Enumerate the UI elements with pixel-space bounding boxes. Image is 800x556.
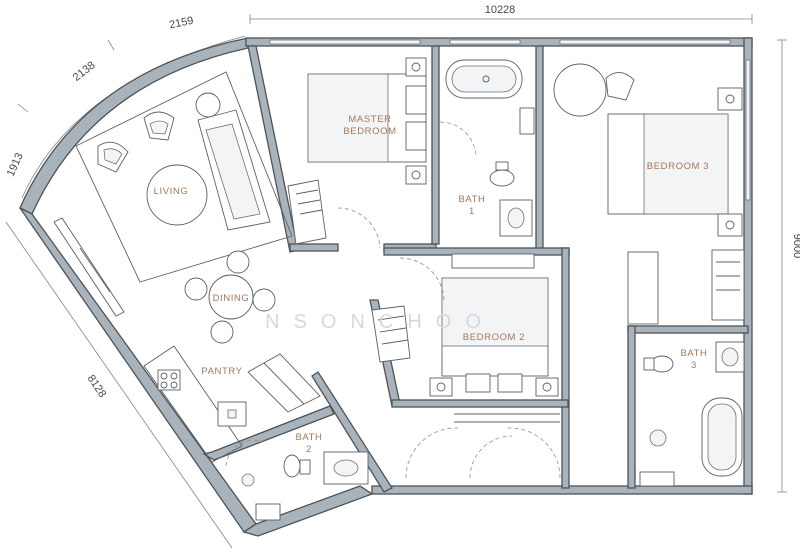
label-bath-1-a: BATH	[458, 194, 485, 205]
bath-1	[439, 59, 535, 237]
armchair-icon	[97, 141, 129, 173]
dim-top-width: 10228	[485, 4, 516, 16]
pantry	[143, 345, 321, 463]
dim-arc-low: 1913	[5, 151, 26, 178]
shower-drain-icon	[241, 473, 255, 487]
bedroom-3-furniture	[553, 63, 745, 325]
bath-3	[639, 341, 745, 487]
dining-set	[184, 250, 276, 344]
dim-arc-top: 2159	[168, 15, 194, 32]
dim-right-height: 9000	[791, 234, 800, 258]
toilet-icon	[283, 454, 311, 478]
label-bath-3-b: 3	[691, 360, 697, 371]
label-bedroom-3: BEDROOM 3	[647, 161, 709, 172]
label-pantry: PANTRY	[201, 366, 242, 377]
bath-2	[225, 439, 369, 521]
dim-arc-mid: 2138	[71, 59, 98, 84]
living-rug-circle	[146, 164, 208, 226]
label-bath-2-a: BATH	[295, 432, 322, 443]
bedroom-2-furniture	[371, 253, 559, 397]
label-master-bedroom-2: BEDROOM	[343, 126, 396, 137]
label-dining: DINING	[213, 293, 250, 304]
shower-drain-icon	[649, 429, 667, 447]
side-table	[195, 92, 221, 118]
label-bath-1-b: 1	[469, 206, 475, 217]
label-bath-3-a: BATH	[680, 348, 707, 359]
windows	[269, 39, 751, 201]
entry-doors	[405, 413, 561, 479]
label-living: LIVING	[154, 186, 189, 197]
toilet-icon	[489, 161, 515, 187]
label-bath-2-b: 2	[306, 444, 312, 455]
living-area	[53, 71, 293, 317]
toilet-icon	[643, 355, 674, 373]
master-bedroom-furniture	[287, 57, 427, 249]
watermark: NSONCHOO	[265, 311, 495, 333]
label-master-bedroom-1: MASTER	[348, 114, 391, 125]
label-bedroom-2: BEDROOM 2	[463, 332, 525, 343]
dim-left-side: 8128	[85, 373, 109, 400]
armchair-icon	[143, 111, 175, 141]
